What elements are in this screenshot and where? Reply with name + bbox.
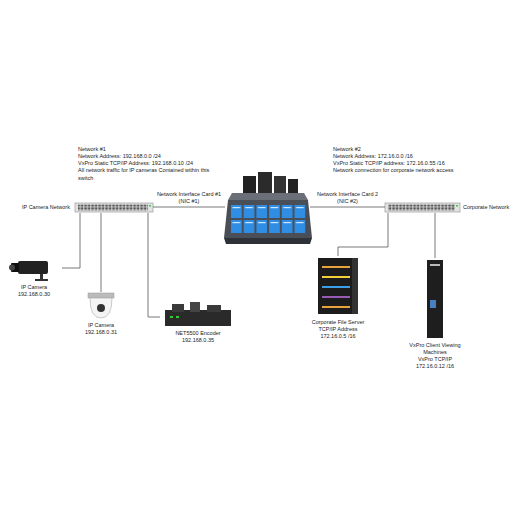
server-illustration-part xyxy=(224,200,312,238)
server-illustration-part xyxy=(224,238,312,244)
client-node: VxPro Client Viewing MachinesVxPro TCP/I… xyxy=(405,258,465,371)
node-label: Corporate File Server xyxy=(300,319,376,326)
network-cable xyxy=(435,213,436,258)
file-server-part xyxy=(322,296,350,298)
camera-node: IP Camera192.168.0.30 xyxy=(6,258,62,298)
switch-left xyxy=(75,203,153,212)
node-label: NET5500 Encoder xyxy=(160,330,236,337)
server-illustration xyxy=(224,172,312,244)
switch-node: Corporate Network xyxy=(385,201,515,213)
file-server-part xyxy=(318,258,358,314)
client-tower-part xyxy=(430,300,436,308)
box-camera xyxy=(9,261,48,281)
camera-node: IP Camera192.168.0.31 xyxy=(78,292,124,336)
switch-right-part xyxy=(385,203,460,212)
network-note: Network Address: 192.168.0.0 /24 xyxy=(78,153,210,160)
network-cable xyxy=(153,207,225,208)
edge-label: Network Interface Card #1 (NIC #1) xyxy=(155,191,223,205)
switch-right-part xyxy=(388,205,455,211)
file-server-part xyxy=(322,286,350,288)
node-label: IP Camera Network xyxy=(22,204,153,211)
box-camera-part xyxy=(9,265,15,271)
network-cable xyxy=(62,213,80,268)
network-cable xyxy=(148,213,160,317)
server-illustration-part xyxy=(228,193,308,200)
node-label: IP Camera xyxy=(6,284,62,291)
network-note: VxPro Static TCP/IP address: 172.16.0.55… xyxy=(333,160,465,167)
box-camera-part xyxy=(35,279,48,281)
switch-left-part xyxy=(78,205,148,211)
box-camera-part xyxy=(40,274,43,279)
node-detail: 192.168.0.31 xyxy=(78,329,124,336)
network-note: All network traffic for IP cameras Conta… xyxy=(78,167,210,181)
node-detail: 172.16.0.5 /16 xyxy=(300,333,376,340)
node-detail: 192.168.0.35 xyxy=(160,337,236,344)
network-note: Network #2 xyxy=(333,146,465,153)
client-tower xyxy=(427,260,443,338)
encoder-part xyxy=(176,316,179,318)
box-camera-part xyxy=(18,261,48,274)
dome-camera-part xyxy=(88,293,114,298)
encoder-part xyxy=(165,310,231,326)
network-note: VxPro Static TCP/IP Address: 192.168.0.1… xyxy=(78,160,210,167)
switch-right xyxy=(385,203,460,212)
server-node xyxy=(225,172,310,245)
encoder-node: NET5500 Encoder192.168.0.35 xyxy=(160,303,236,344)
server-illustration-part xyxy=(230,204,306,234)
network-cable xyxy=(310,207,385,208)
file-server-part xyxy=(322,276,350,278)
switch-node: IP Camera Network xyxy=(22,201,153,213)
network-note: Network connection for corporate network… xyxy=(333,167,465,174)
encoder-part xyxy=(207,305,221,312)
file-server-part xyxy=(322,266,350,268)
network-note: Network #1 xyxy=(78,146,210,153)
encoder-part xyxy=(170,316,173,318)
switch-left-part xyxy=(75,203,153,212)
encoder-part xyxy=(172,304,184,312)
network-cable xyxy=(101,213,102,292)
file-server-part xyxy=(352,258,358,314)
switch-right-part xyxy=(456,205,458,207)
dome-camera-part xyxy=(97,304,105,312)
node-detail: 192.168.0.30 xyxy=(6,291,62,298)
client-tower-part xyxy=(427,260,443,338)
edge-label: Network Interface Card 2 (NIC #2) xyxy=(312,191,383,205)
file-server-part xyxy=(322,306,350,308)
encoder xyxy=(165,302,231,326)
file-server-node: Corporate File ServerTCP/IP Address172.1… xyxy=(300,256,376,340)
dome-camera-part xyxy=(90,298,112,318)
encoder-part xyxy=(190,302,200,312)
node-detail: TCP/IP Address xyxy=(300,326,376,333)
node-label: VxPro Client Viewing Machines xyxy=(405,342,465,356)
client-tower-part xyxy=(430,264,440,266)
node-label: Corporate Network xyxy=(463,204,515,211)
node-detail: 172.16.0.12 /16 xyxy=(405,363,465,370)
node-detail: VxPro TCP/IP xyxy=(405,356,465,363)
switch-left-part xyxy=(149,205,151,207)
dome-camera xyxy=(88,293,114,318)
network-cable xyxy=(338,213,388,256)
node-label: IP Camera xyxy=(78,322,124,329)
network-note: Network Address: 172.16.0.0 /16 xyxy=(333,153,465,160)
file-server xyxy=(318,258,358,314)
